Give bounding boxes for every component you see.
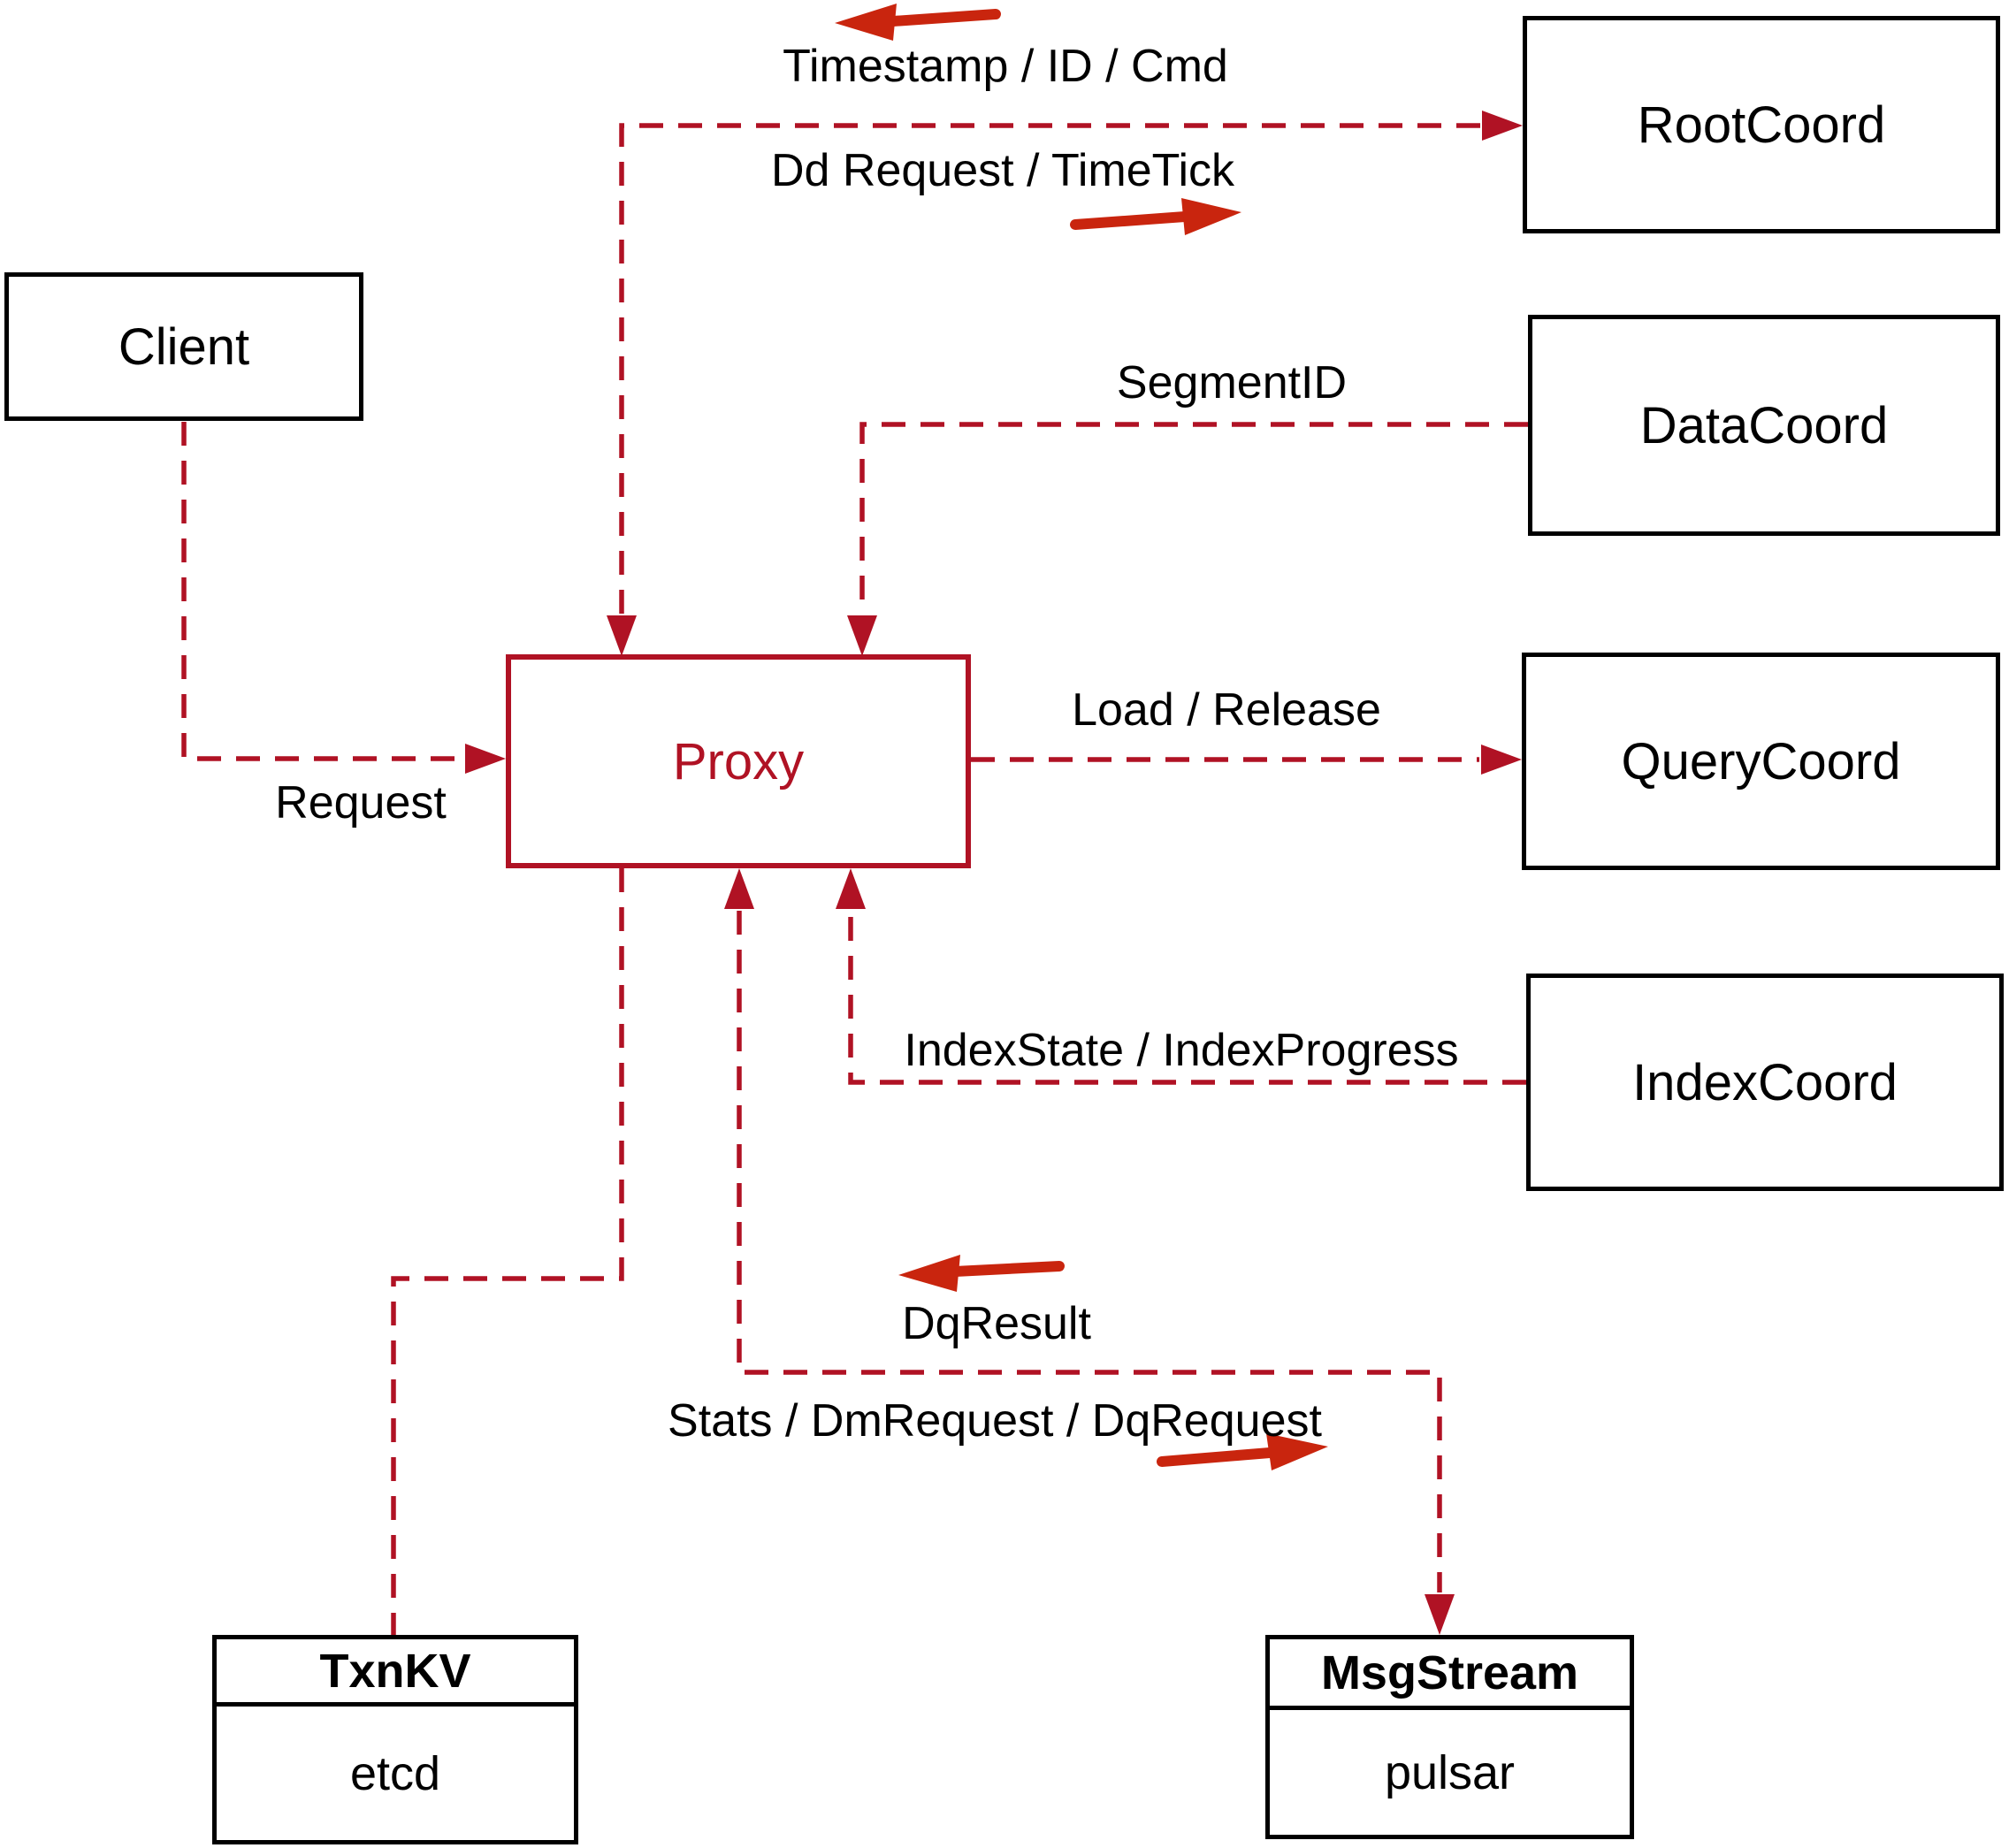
direction-arrow-left-timestamp-icon xyxy=(835,4,1001,41)
msgstream-title: MsgStream xyxy=(1320,1646,1579,1699)
arrowhead-into-proxy-bottom1-icon xyxy=(724,868,754,909)
edge-label-load-release: Load / Release xyxy=(1072,684,1381,736)
edge-label-index-state: IndexState / IndexProgress xyxy=(904,1025,1459,1076)
edge-indexcoord-proxy xyxy=(848,911,1526,1085)
edge-label-dq-result: DqResult xyxy=(902,1298,1091,1349)
direction-arrow-left-dqresult-icon xyxy=(898,1255,1065,1292)
node-proxy: Proxy xyxy=(506,654,971,868)
edge-client-proxy xyxy=(181,422,463,761)
edge-proxy-msgstream xyxy=(737,911,1442,1592)
edge-datacoord-proxy xyxy=(859,422,1528,614)
node-querycoord-label: QueryCoord xyxy=(1621,732,1901,790)
node-rootcoord-label: RootCoord xyxy=(1637,95,1886,154)
node-indexcoord: IndexCoord xyxy=(1526,974,2004,1191)
node-datacoord-label: DataCoord xyxy=(1639,396,1889,454)
node-datacoord: DataCoord xyxy=(1528,315,2000,536)
edge-label-timestamp: Timestamp / ID / Cmd xyxy=(783,41,1228,92)
node-client: Client xyxy=(4,272,363,421)
direction-arrow-right-stats-icon xyxy=(1157,1433,1328,1470)
node-rootcoord: RootCoord xyxy=(1523,16,2000,233)
node-msgstream: MsgStream pulsar xyxy=(1265,1635,1634,1839)
msgstream-header: MsgStream xyxy=(1270,1639,1630,1710)
node-querycoord: QueryCoord xyxy=(1522,653,2000,870)
edge-proxy-txnkv xyxy=(391,868,624,1635)
msgstream-value: pulsar xyxy=(1384,1745,1516,1799)
arrowhead-into-rootcoord-icon xyxy=(1482,111,1523,141)
edge-label-request: Request xyxy=(275,777,447,829)
node-indexcoord-label: IndexCoord xyxy=(1632,1053,1898,1111)
msgstream-body: pulsar xyxy=(1270,1710,1630,1835)
edge-label-dd-request: Dd Request / TimeTick xyxy=(770,145,1235,196)
txnkv-body: etcd xyxy=(217,1707,574,1840)
node-proxy-label: Proxy xyxy=(672,732,805,790)
edge-proxy-rootcoord xyxy=(619,123,1480,614)
edge-label-stats: Stats / DmRequest / DqRequest xyxy=(668,1395,1322,1447)
txnkv-header: TxnKV xyxy=(217,1639,574,1707)
edge-label-segment-id: SegmentID xyxy=(1116,357,1348,409)
arrowhead-into-proxy-top2-icon xyxy=(847,615,877,656)
node-txnkv: TxnKV etcd xyxy=(212,1635,578,1844)
txnkv-value: etcd xyxy=(349,1746,441,1800)
direction-arrow-right-ddrequest-icon xyxy=(1070,198,1241,235)
arrowhead-into-msgstream-icon xyxy=(1425,1594,1455,1635)
txnkv-title: TxnKV xyxy=(319,1644,471,1698)
arrowhead-into-proxy-bottom2-icon xyxy=(836,868,866,909)
arrowhead-into-querycoord-icon xyxy=(1481,745,1522,775)
arrowhead-into-proxy-left-icon xyxy=(465,744,506,774)
arrowhead-into-proxy-top1-icon xyxy=(607,615,637,656)
node-client-label: Client xyxy=(118,317,250,376)
